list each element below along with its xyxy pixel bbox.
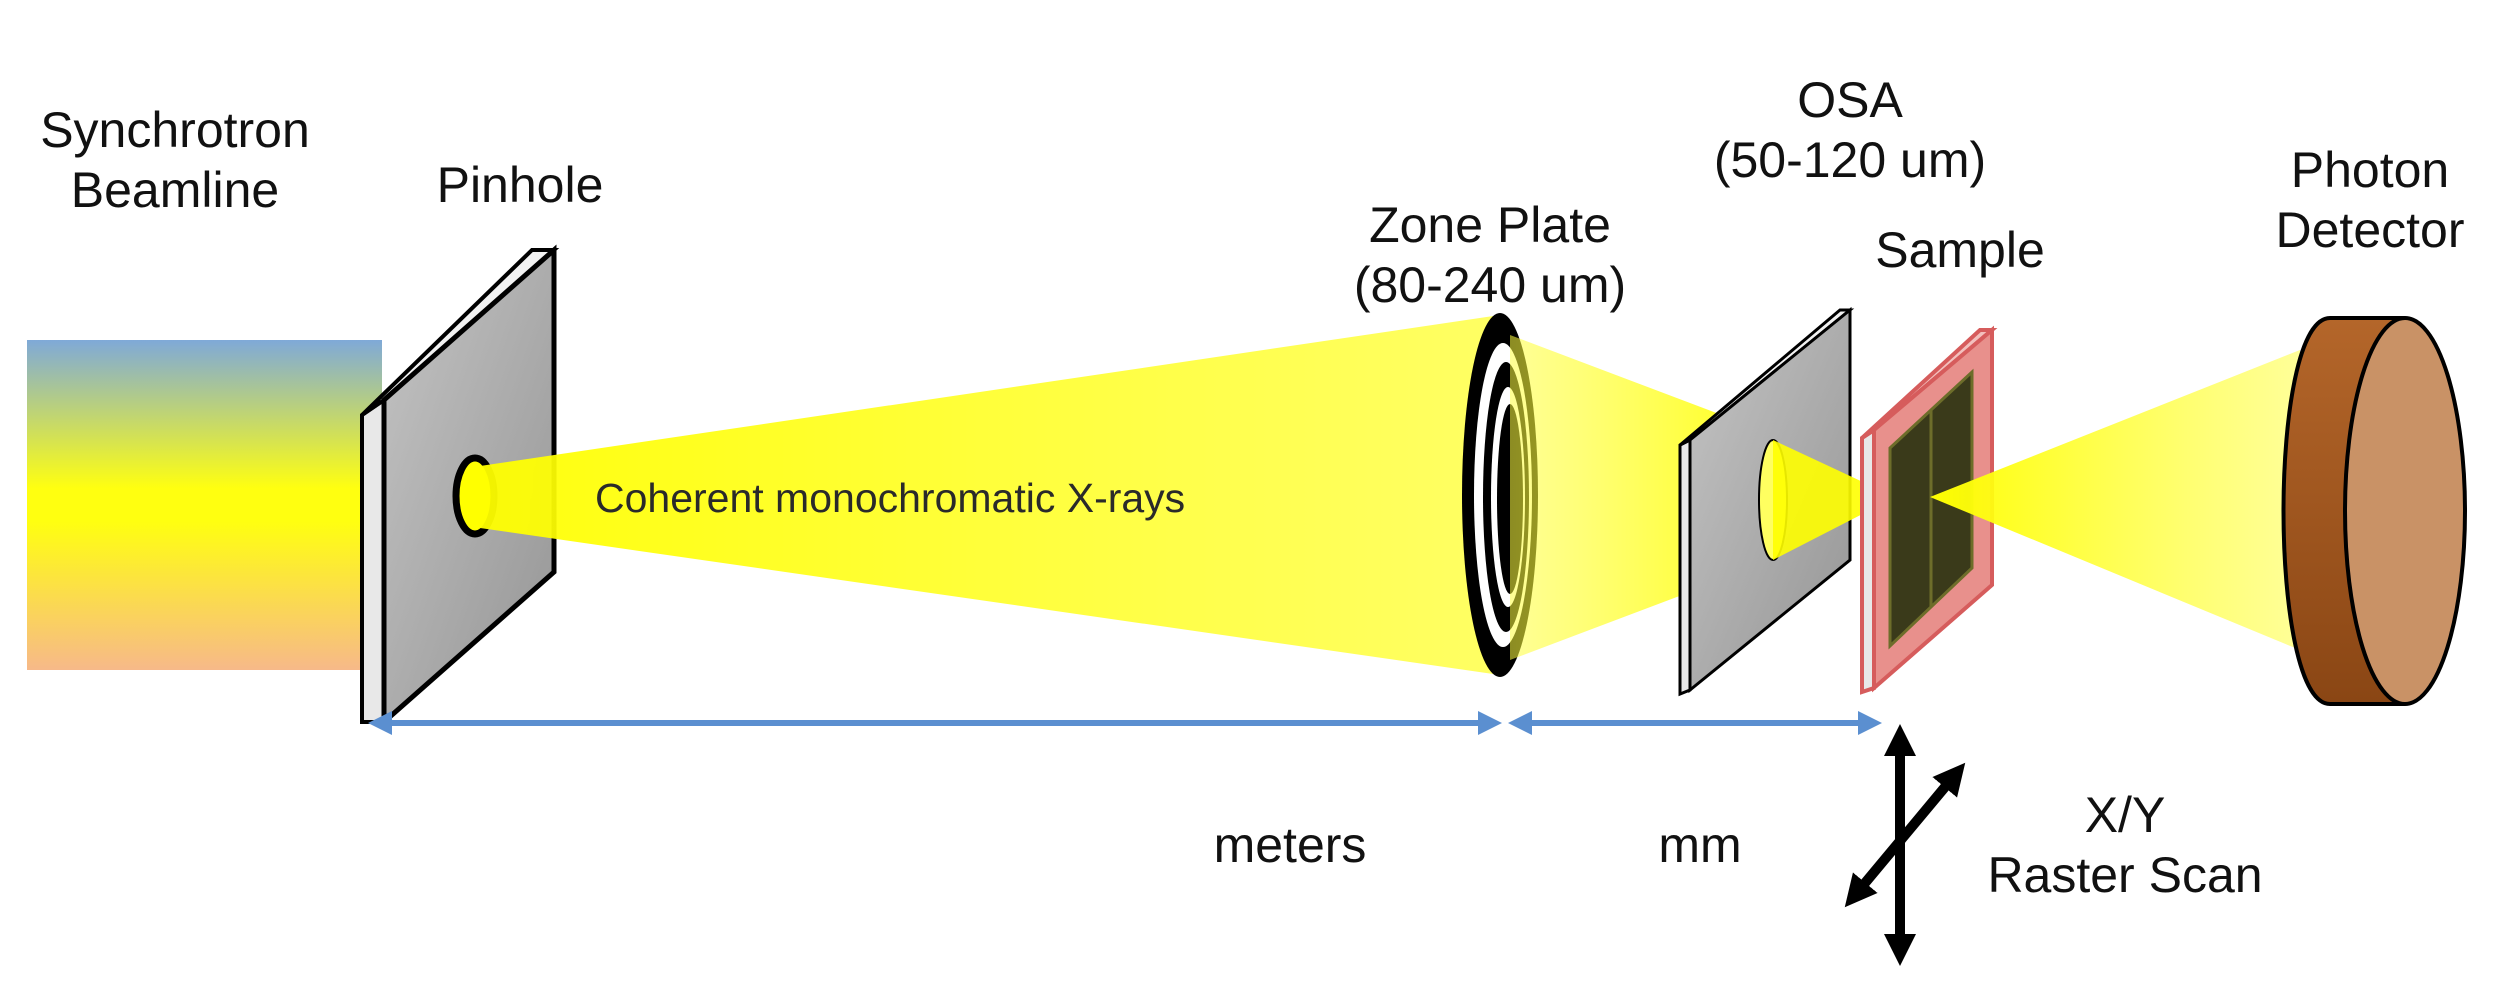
pinhole-label: Pinhole [420,155,620,215]
xray-beam-main [480,315,1500,675]
osa-plate [1678,306,1855,697]
osa-label-line1: OSA [1797,72,1903,128]
distance-short-label: mm [1658,817,1742,873]
zone-plate-label-line1: Zone Plate [1369,197,1611,253]
raster-scan-label-line2: Raster Scan [1987,847,2263,903]
sample-holder [1860,325,1998,695]
source-label-line1: Synchrotron [40,102,310,158]
source-label-line2: Beamline [70,162,280,218]
zone-plate-label: Zone Plate (80-240 um) [1310,195,1670,315]
raster-scan-arrows-icon [1844,723,1966,967]
xray-beam-scattered [1930,350,2300,650]
synchrotron-beam [27,340,382,670]
sample-label-text: Sample [1875,222,2045,278]
osa-label-line2: (50-120 um) [1713,132,1987,188]
raster-scan-label: X/Y Raster Scan [1935,785,2315,905]
sample-label: Sample [1850,220,2070,280]
photon-detector [2281,316,2467,706]
raster-scan-label-line1: X/Y [2084,787,2166,843]
zone-plate-label-line2: (80-240 um) [1353,257,1627,313]
detector-label: Photon Detector [2240,140,2500,260]
beam-caption: Coherent monochromatic X-rays [595,475,1186,521]
xray-beam-osa [1773,440,1880,560]
distance-long-label: meters [1213,817,1367,873]
detector-label-line2: Detector [2275,202,2465,258]
source-label: Synchrotron Beamline [25,100,325,220]
osa-label: OSA (50-120 um) [1690,70,2010,190]
pinhole-label-text: Pinhole [436,157,604,213]
detector-label-line1: Photon [2290,142,2450,198]
